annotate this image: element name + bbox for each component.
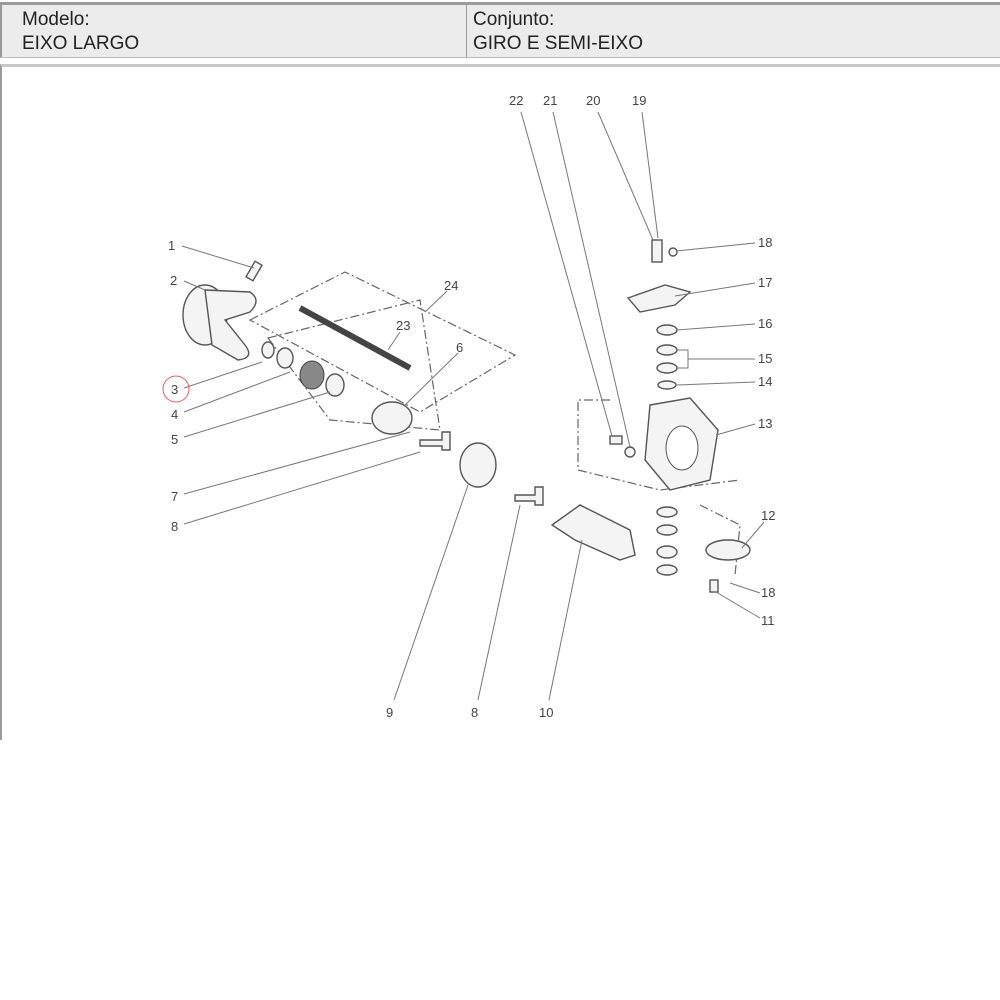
callout-17[interactable]: 17 [758,275,772,290]
washer-part-14 [657,380,677,390]
callout-6[interactable]: 6 [456,340,463,355]
bearing-part-4 [276,347,294,369]
bearing-part-15b [656,362,678,374]
leader-lines [181,111,765,701]
model-value: EIXO LARGO [22,33,140,54]
callout-11[interactable]: 11 [761,613,775,628]
callout-10[interactable]: 10 [539,705,553,720]
callout-4[interactable]: 4 [171,407,178,422]
callout-23[interactable]: 23 [396,318,410,333]
ring-part-3 [261,341,275,359]
cross-part-8 [419,431,451,451]
washer-lower-3 [656,564,678,576]
assembly-value: GIRO E SEMI-EIXO [473,33,643,54]
callout-20[interactable]: 20 [586,93,600,108]
callout-8[interactable]: 8 [171,519,178,534]
callout-8b[interactable]: 8 [471,705,478,720]
header-bar: Modelo: EIXO LARGO Conjunto: GIRO E SEMI… [0,2,1000,58]
bushing-part-5 [299,360,325,390]
model-cell: Modelo: EIXO LARGO [0,5,466,57]
yoke-flange-part [182,284,257,361]
steering-arm-part-17 [626,284,692,313]
callout-7[interactable]: 7 [171,489,178,504]
callout-9[interactable]: 9 [386,705,393,720]
seal-part-5 [325,373,345,397]
cross-part-8b [514,486,544,506]
assembly-cell: Conjunto: GIRO E SEMI-EIXO [466,5,1000,57]
highlight-circle-3 [162,375,190,403]
fitting-part-18 [668,247,678,257]
bolt-part-1 [245,260,263,282]
stub-axle-part-10 [550,504,636,561]
washer-lower-2 [656,524,678,536]
callout-22[interactable]: 22 [509,93,523,108]
callout-5[interactable]: 5 [171,432,178,447]
assembly-outline-13 [577,399,741,491]
callout-18b[interactable]: 18 [761,585,775,600]
callout-1[interactable]: 1 [168,238,175,253]
callout-16[interactable]: 16 [758,316,772,331]
assembly-outline-inner [266,299,441,431]
bearing-part-15a [656,344,678,356]
callout-18[interactable]: 18 [758,235,772,250]
washer-part-16 [656,324,678,336]
assembly-label: Conjunto: [473,9,555,30]
diagram-panel [0,64,1000,740]
bearing-lower [656,545,678,559]
callout-12[interactable]: 12 [761,508,775,523]
model-label: Modelo: [22,9,90,30]
shaft-part-23 [298,305,412,371]
knuckle-bore [665,425,699,471]
cap-part-12 [705,539,751,561]
callout-14[interactable]: 14 [758,374,772,389]
callout-13[interactable]: 13 [758,416,772,431]
nut-part-21 [624,446,636,458]
washer-lower-1 [656,506,678,518]
callout-19[interactable]: 19 [632,93,646,108]
double-yoke-part-9 [459,442,497,488]
callout-21[interactable]: 21 [543,93,557,108]
assembly-outline-24 [248,271,517,413]
callout-24[interactable]: 24 [444,278,458,293]
callout-3[interactable]: 3 [171,382,178,397]
bolt-part-11 [709,579,719,593]
grease-fitting-part-20 [651,239,663,263]
bolt-part-22 [609,435,623,445]
callout-15[interactable]: 15 [758,351,772,366]
callout-2[interactable]: 2 [170,273,177,288]
yoke-part-6 [371,401,413,435]
